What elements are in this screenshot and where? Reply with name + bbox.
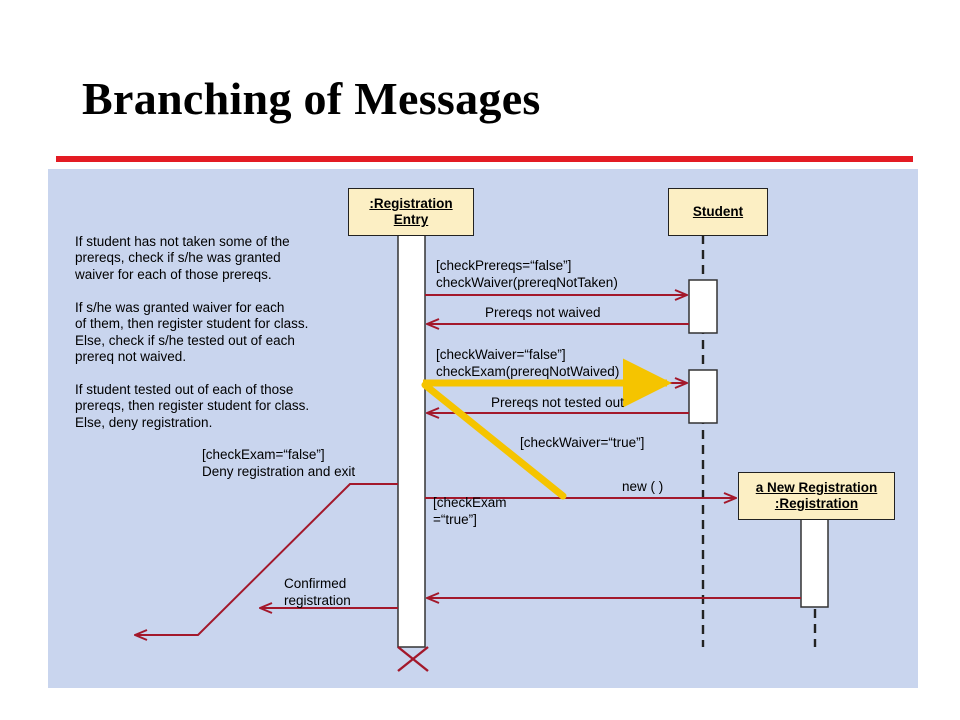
note-check-waiver: If student has not taken some of the pre… bbox=[75, 234, 290, 282]
registration-entry-label: :Registration Entry bbox=[369, 196, 453, 227]
sequence-diagram: :Registration Entry Student a New Regist… bbox=[48, 169, 918, 688]
new-registration-object: a New Registration :Registration bbox=[738, 472, 895, 520]
note-register-or-exam: If s/he was granted waiver for each of t… bbox=[75, 300, 309, 365]
student-activation-2 bbox=[688, 369, 718, 424]
check-exam-label: [checkWaiver=“false”] checkExam(prereqNo… bbox=[436, 347, 620, 379]
destroy-mark-stroke bbox=[397, 646, 429, 672]
deny-registration-exit-arrow bbox=[135, 483, 398, 635]
registration-entry-activation bbox=[397, 224, 426, 648]
confirmed-registration-label: Confirmed registration bbox=[284, 576, 351, 608]
student-label: Student bbox=[692, 204, 744, 219]
deny-registration-label: [checkExam=“false”] Deny registration an… bbox=[202, 447, 356, 479]
check-waiver-true-label: [checkWaiver=“true”] bbox=[520, 435, 645, 450]
student-object: Student bbox=[668, 188, 768, 236]
registration-entry-object: :Registration Entry bbox=[348, 188, 474, 236]
highlight-check-waiver-true-branch bbox=[421, 381, 567, 500]
new-call-label: new ( ) bbox=[622, 479, 664, 494]
student-activation-1 bbox=[688, 279, 718, 334]
check-exam-true-label: [checkExam =“true”] bbox=[433, 495, 507, 527]
note-tested-out: If student tested out of each of those p… bbox=[75, 382, 310, 430]
check-waiver-label: [checkPrereqs=“false”] checkWaiver(prere… bbox=[436, 258, 618, 290]
new-registration-label: a New Registration :Registration bbox=[755, 480, 878, 511]
new-registration-activation bbox=[800, 518, 829, 608]
slide-title: Branching of Messages bbox=[82, 73, 541, 124]
prereqs-not-waived-label: Prereqs not waived bbox=[485, 305, 601, 320]
prereqs-not-tested-out-label: Prereqs not tested out bbox=[491, 395, 624, 410]
title-rule bbox=[56, 156, 913, 162]
